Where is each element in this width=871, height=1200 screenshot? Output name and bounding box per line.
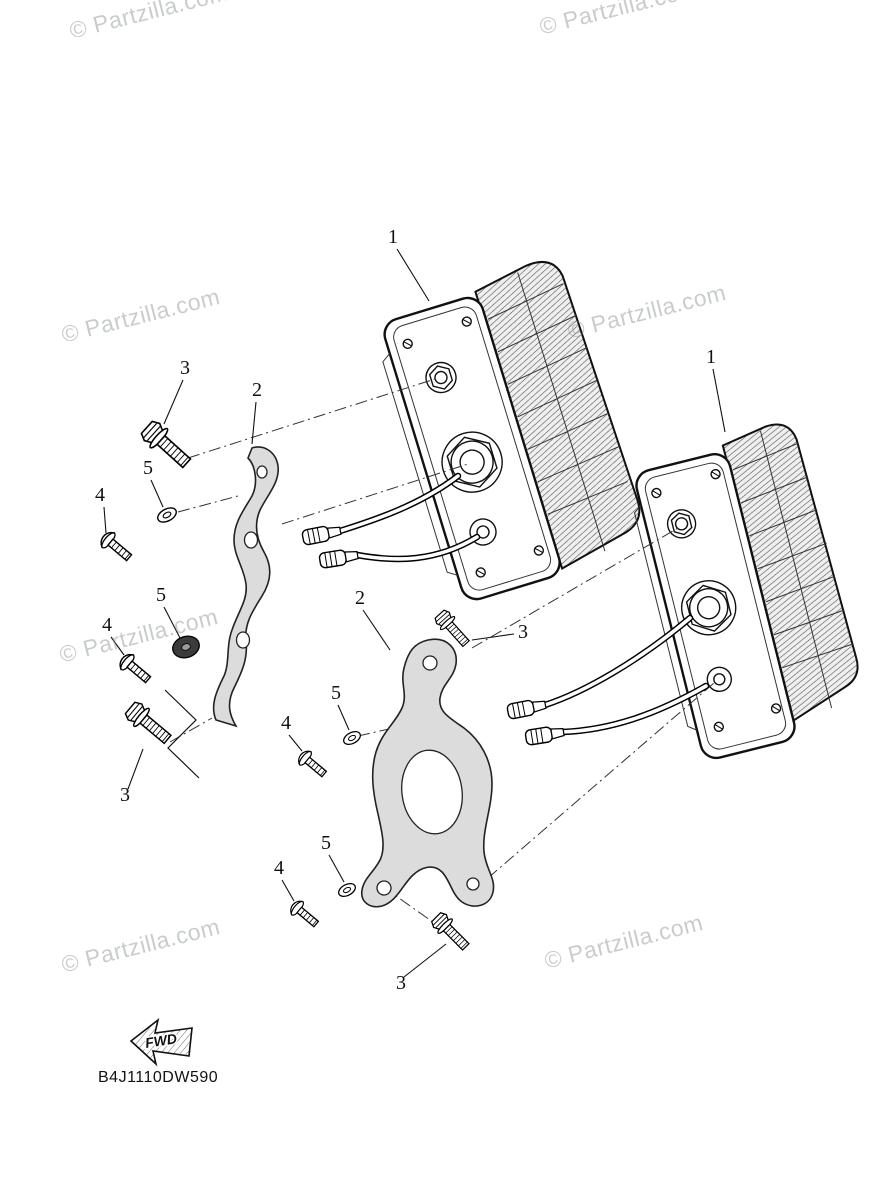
face-flange-1 xyxy=(382,353,458,576)
flange-bolt-4 xyxy=(428,909,474,955)
callout-1[interactable]: 1 xyxy=(388,226,398,248)
wire-harness-1 xyxy=(300,472,481,570)
taillight-assembly-2 xyxy=(633,423,859,760)
callout-4d[interactable]: 4 xyxy=(274,857,284,879)
screw-1 xyxy=(96,528,136,566)
flange-bolt-3 xyxy=(122,698,176,749)
lens-contours-2 xyxy=(732,430,853,709)
callouts: 1 1 3 2 5 4 5 4 3 2 3 5 4 5 4 3 xyxy=(95,226,716,994)
bulb-connector-1b xyxy=(318,546,360,570)
callout-3c[interactable]: 3 xyxy=(518,621,528,643)
diagram-code: B4J1110DW590 xyxy=(98,1069,218,1086)
washer-3 xyxy=(340,728,364,748)
bulb-socket-center-2 xyxy=(680,580,737,636)
callout-3b[interactable]: 3 xyxy=(120,784,130,806)
alignment-lines xyxy=(169,377,715,945)
fwd-arrow: FWD xyxy=(129,1017,193,1067)
callout-3a[interactable]: 3 xyxy=(180,357,190,379)
wire-harness-2 xyxy=(505,614,710,747)
bulb-socket-upper-1 xyxy=(425,361,457,394)
taillight-lens-1 xyxy=(474,260,641,570)
bulb-socket-center-1 xyxy=(441,431,503,493)
grommet-washer-2 xyxy=(172,635,200,659)
bulb-connector-2a xyxy=(505,696,548,721)
lens-contours-1 xyxy=(487,272,628,552)
callout-4c[interactable]: 4 xyxy=(281,712,291,734)
screw-4 xyxy=(286,897,323,932)
washer-4 xyxy=(335,880,359,900)
bulb-connector-2b xyxy=(524,723,566,747)
callout-5b[interactable]: 5 xyxy=(156,584,166,606)
callout-4b[interactable]: 4 xyxy=(102,614,112,636)
face-inner-line-1 xyxy=(393,306,552,591)
face-flange-2 xyxy=(633,504,698,731)
callout-5d[interactable]: 5 xyxy=(321,832,331,854)
taillight-lens-2 xyxy=(721,423,859,723)
face-screws-1 xyxy=(402,316,545,578)
callout-5c[interactable]: 5 xyxy=(331,682,341,704)
taillight-assembly-1 xyxy=(382,260,641,601)
face-screws-2 xyxy=(651,468,782,733)
bulb-connector-1a xyxy=(300,522,343,547)
callout-2a[interactable]: 2 xyxy=(252,379,262,401)
callout-1b[interactable]: 1 xyxy=(706,346,716,368)
face-inner-line-2 xyxy=(644,462,787,750)
break-line xyxy=(164,689,200,779)
washer-1 xyxy=(154,504,180,526)
callout-5a[interactable]: 5 xyxy=(143,457,153,479)
fwd-label: FWD xyxy=(144,1030,178,1051)
screw-3 xyxy=(294,747,331,782)
leader-lines xyxy=(103,248,726,978)
screw-2 xyxy=(115,650,155,688)
bracket-1 xyxy=(212,446,279,728)
bracket-2 xyxy=(360,638,495,908)
callout-2b[interactable]: 2 xyxy=(355,587,365,609)
bulb-socket-lower-2 xyxy=(706,666,733,693)
callout-3d[interactable]: 3 xyxy=(396,972,406,994)
callout-4a[interactable]: 4 xyxy=(95,484,105,506)
